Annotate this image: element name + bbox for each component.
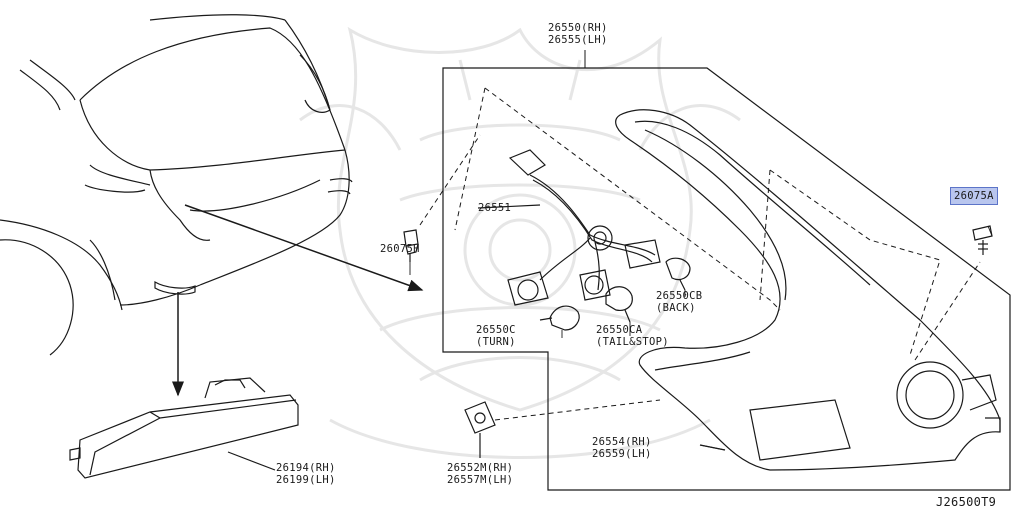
housing-label-rh: 26554(RH) [592, 436, 652, 448]
vehicle-rear-outline [0, 14, 353, 356]
reflex-label-rh: 26194(RH) [276, 462, 336, 474]
bulb-turn-number: 26550C [476, 324, 516, 336]
reflex-reflector [69, 377, 299, 479]
harness-dashed-outline [484, 87, 781, 311]
lamp-housing [615, 109, 1001, 471]
diagram-code: J26500T9 [936, 495, 997, 509]
clip-label: 26075H [380, 243, 420, 255]
bulb-tail-number: 26550CA [596, 324, 643, 336]
bulb-back-number: 26550CB [656, 290, 703, 302]
clip-part [403, 229, 419, 262]
bulb-back-desc: (BACK) [656, 302, 696, 314]
bulb-tail-desc: (TAIL&STOP) [596, 336, 669, 348]
socket-label-lh: 26557M(LH) [447, 474, 514, 486]
bulb-turn-desc: (TURN) [476, 336, 516, 348]
rear-lamp-label-lh: 26555(LH) [548, 34, 608, 46]
bulbs [539, 257, 691, 331]
assembly-frame [442, 67, 1011, 491]
leader-lines [409, 225, 993, 451]
screw-part [972, 225, 993, 255]
housing-label-lh: 26559(LH) [592, 448, 652, 460]
screw-label[interactable]: 26075A [950, 187, 998, 205]
wire-harness [477, 149, 661, 306]
socket-label-rh: 26552M(RH) [447, 462, 514, 474]
reflex-label-lh: 26199(LH) [276, 474, 336, 486]
harness-label: 26551 [478, 202, 512, 214]
rear-lamp-label-rh: 26550(RH) [548, 22, 608, 34]
socket-part [464, 401, 496, 458]
arrow-to-rear-lamp [184, 204, 424, 292]
